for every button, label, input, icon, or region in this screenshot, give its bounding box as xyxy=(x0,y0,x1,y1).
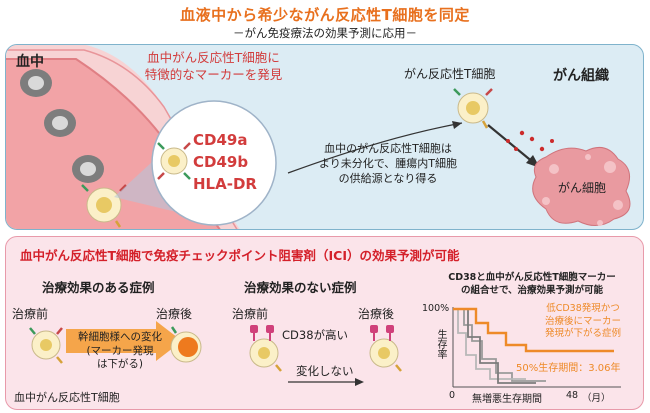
page-subtitle: －がん免疫療法の効果予測に応用－ xyxy=(233,26,417,40)
y-axis-label: 生存率 xyxy=(435,329,446,359)
blood-cells xyxy=(20,69,104,183)
ineffective-after-cell xyxy=(369,325,402,372)
tissue-t-cell xyxy=(453,88,493,129)
no-change-label: 変化しない xyxy=(296,364,354,378)
y-tick-100: 100% xyxy=(422,303,450,314)
marker-cd49a: CD49a xyxy=(193,131,248,149)
effective-before-cell xyxy=(29,327,63,364)
blood-t-cell xyxy=(81,184,127,228)
x-axis-unit: （月） xyxy=(582,393,611,404)
blood-label: 血中 xyxy=(16,54,44,70)
zoom-circle xyxy=(151,100,277,226)
migration-arrow xyxy=(287,122,463,174)
survival-plot xyxy=(452,307,621,388)
ineffective-after-label: 治療後 xyxy=(358,307,395,321)
ineffective-case-title: 治療効果のない症例 xyxy=(244,280,357,295)
x-tick-end: 48 xyxy=(566,390,579,401)
bottom-panel: 血中がん反応性T細胞で免疫チェックポイント阻害剤（ICI）の効果予測が可能 治療… xyxy=(5,236,644,410)
effective-before-label: 治療前 xyxy=(12,307,49,321)
effective-after-cell xyxy=(170,326,202,363)
tissue-t-cell-label: がん反応性T細胞 xyxy=(404,67,496,81)
top-panel: 血中 がん組織 血中がん反応性T細胞に 特徴的なマーカーを発見 CD49a CD… xyxy=(5,44,644,230)
effective-case-title: 治療効果のある症例 xyxy=(42,280,155,295)
bottom-heading: 血中がん反応性T細胞で免疫チェックポイント阻害剤（ICI）の効果予測が可能 xyxy=(20,248,460,263)
orange-curve-legend: 低CD38発現かつ 治療後にマーカー 発現が下がる症例 xyxy=(530,303,636,341)
survival-curve-grey-3 xyxy=(453,308,536,384)
page-title: 血液中から希少ながん反応性T細胞を同定 xyxy=(180,6,470,24)
x-tick-start: 0 xyxy=(449,390,456,401)
survival-curve-orange xyxy=(453,307,614,353)
bottom-panel-illustration xyxy=(29,307,621,388)
blood-t-cell-caption: 血中がん反応性T細胞 xyxy=(14,391,120,404)
survival-curve-grey-2 xyxy=(453,308,526,380)
marker-list: CD49a CD49b HLA-DR xyxy=(193,129,257,195)
survival-curve-grey-1 xyxy=(453,308,546,382)
ineffective-before-label: 治療前 xyxy=(232,307,269,321)
finding-text: 血中がん反応性T細胞に 特徴的なマーカーを発見 xyxy=(144,50,283,82)
survival-plot-title: CD38と血中がん反応性T細胞マーカー の組合せで、治療効果予測が可能 xyxy=(448,272,616,296)
marker-hla-dr: HLA-DR xyxy=(193,175,257,193)
tissue-label: がん組織 xyxy=(553,68,609,84)
cancer-cell-cluster xyxy=(532,146,631,226)
cd38-high-label: CD38が高い xyxy=(282,328,349,342)
attack-arrow xyxy=(487,124,535,164)
granules xyxy=(506,130,554,152)
top-panel-illustration xyxy=(6,45,631,229)
stem-like-change-text: 幹細胞様への変化 (マーカー発現 は下がる) xyxy=(78,331,162,370)
cancer-cell-label: がん細胞 xyxy=(558,181,607,195)
x-axis-label: 無増悪生存期間 xyxy=(472,394,542,405)
ineffective-before-cell xyxy=(249,325,282,372)
marker-cd49b: CD49b xyxy=(193,153,249,171)
stem-like-change-arrow xyxy=(66,321,182,361)
zoom-t-cell xyxy=(157,142,191,180)
explanation-text: 血中のがん反応性T細胞は より未分化で、腫瘍内T細胞 の供給源となり得る xyxy=(318,142,458,185)
effective-after-label: 治療後 xyxy=(156,307,193,321)
median-survival-label: 50%生存期間：3.06年 xyxy=(516,363,621,374)
